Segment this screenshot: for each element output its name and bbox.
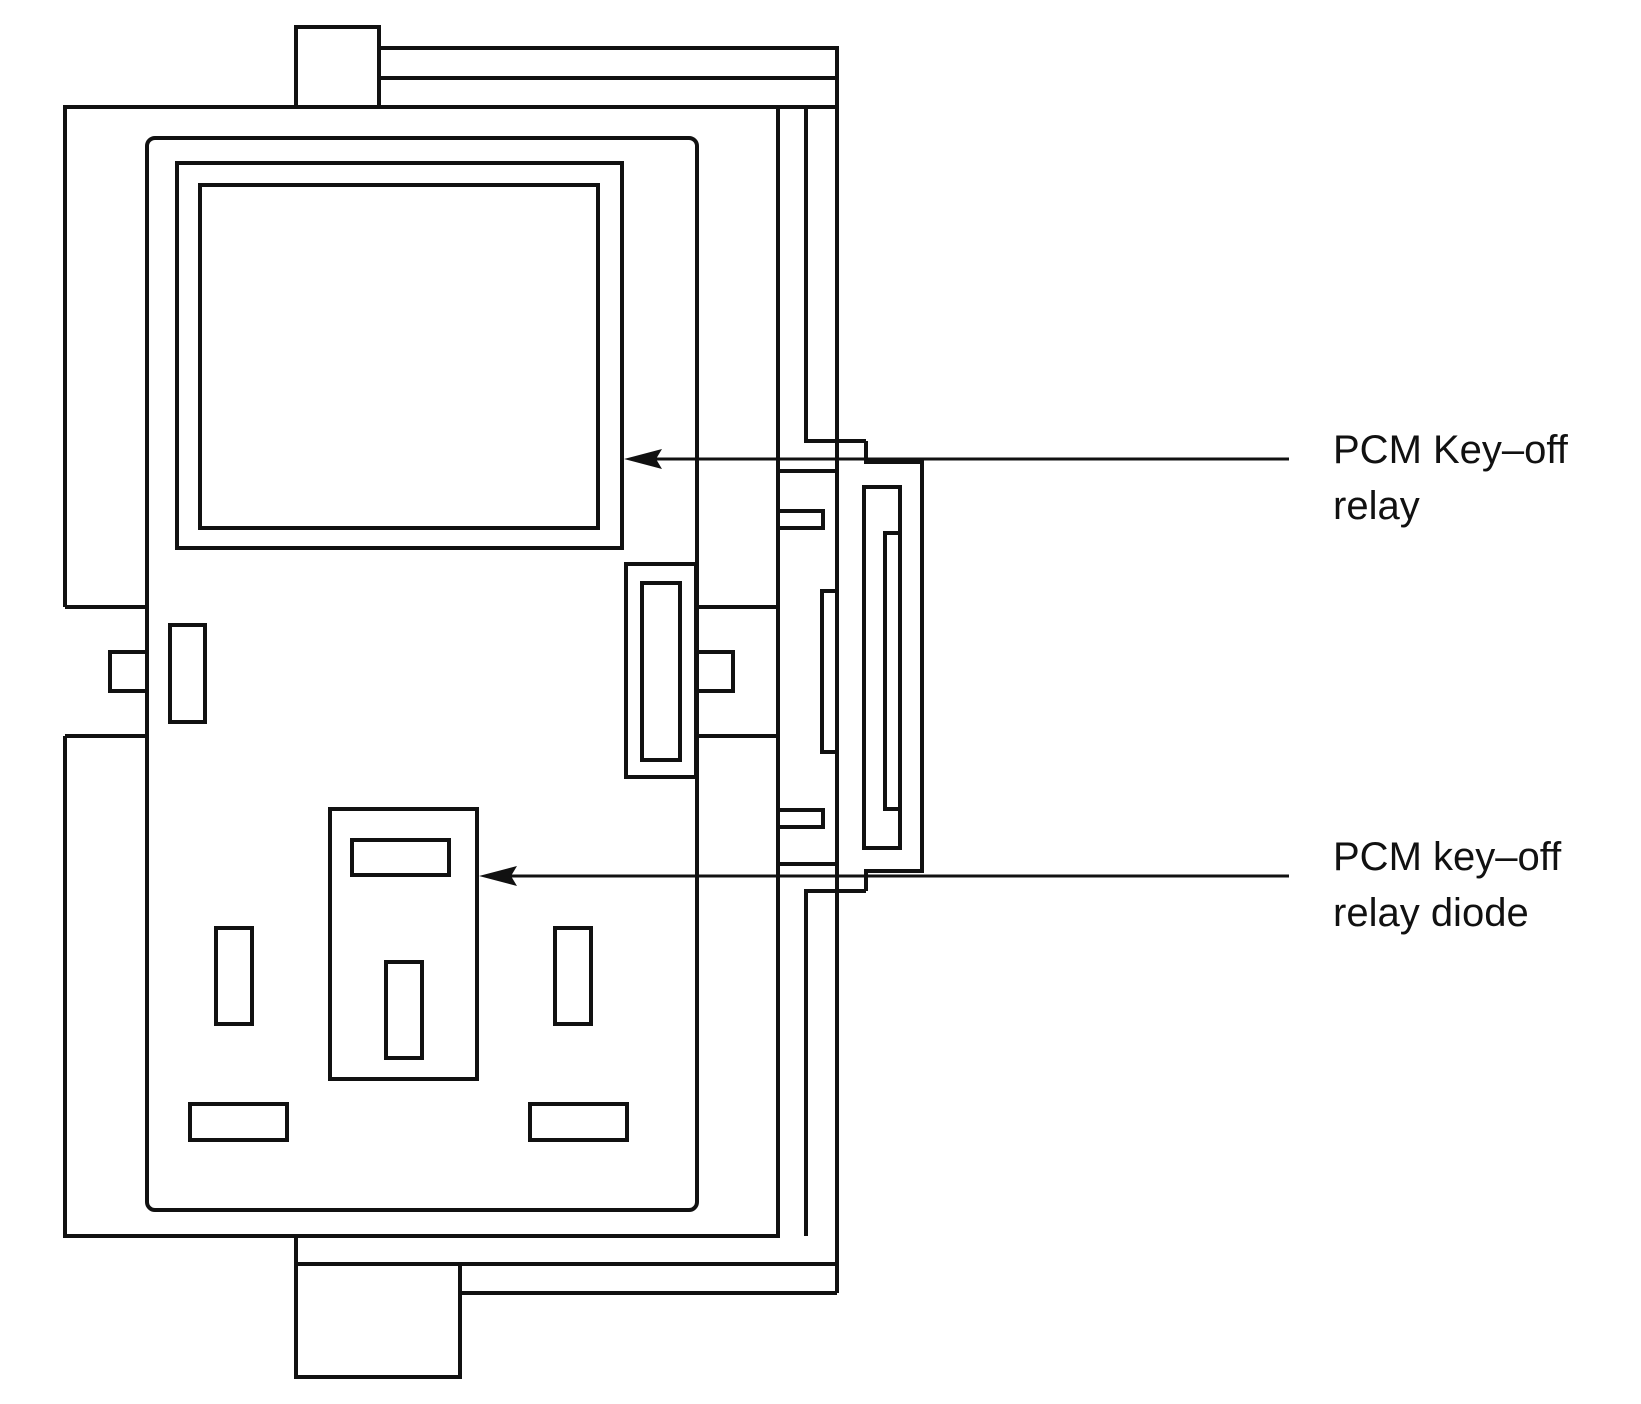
left-terminal: [168, 623, 207, 724]
relay-label-line-1: PCM Key–off: [1333, 428, 1568, 472]
right-rail: [804, 107, 866, 443]
left-side-pin: [108, 650, 149, 693]
pcm-key-off-relay: [175, 161, 624, 550]
bottom-tab: [294, 1262, 462, 1379]
diode-label-line-2: relay diode: [1333, 891, 1529, 935]
terminal: [528, 1102, 629, 1142]
right-terminal: [624, 562, 698, 779]
pcm-key-off-relay-diode: [328, 807, 479, 1081]
relay-arrowhead: [624, 449, 662, 469]
right-side-pin: [695, 650, 735, 693]
terminal: [214, 926, 254, 1026]
pcm-key-off-relay-diode-label: PCM key–off relay diode: [1333, 829, 1561, 941]
terminal: [553, 926, 593, 1026]
diode-label-line-1: PCM key–off: [1333, 835, 1562, 879]
relay-label-line-2: relay: [1333, 484, 1420, 528]
top-frame-bars: [379, 46, 839, 1235]
terminal: [188, 1102, 289, 1142]
diode-arrowhead: [479, 866, 517, 886]
pcm-key-off-relay-label: PCM Key–off relay: [1333, 422, 1568, 534]
top-tab: [294, 25, 381, 109]
